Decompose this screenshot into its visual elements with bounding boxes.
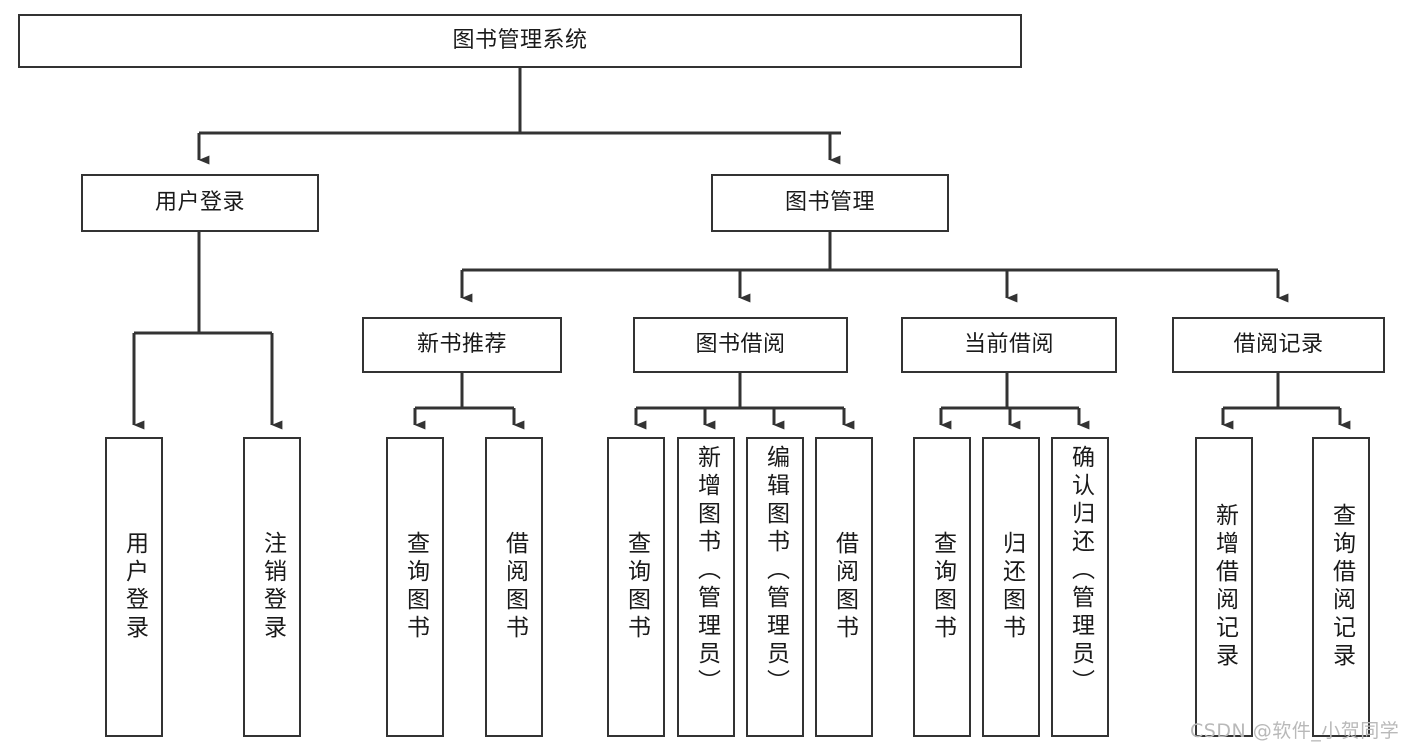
node-leaf-add-record-label: 新增借阅记录 xyxy=(1211,503,1238,671)
node-book-borrow[interactable]: 图书借阅 xyxy=(633,317,848,373)
node-borrow-record[interactable]: 借阅记录 xyxy=(1172,317,1385,373)
node-leaf-return-book-label: 归还图书 xyxy=(998,531,1025,643)
node-leaf-query-book-2[interactable]: 查询图书 xyxy=(607,437,665,737)
node-leaf-add-book[interactable]: 新增图书（管理员） xyxy=(677,437,735,737)
node-leaf-return-book[interactable]: 归还图书 xyxy=(982,437,1040,737)
node-user-login[interactable]: 用户登录 xyxy=(81,174,319,232)
node-leaf-logout-label: 注销登录 xyxy=(259,531,286,643)
node-leaf-query-book-1-label: 查询图书 xyxy=(402,531,429,643)
node-leaf-query-record-label: 查询借阅记录 xyxy=(1328,503,1355,671)
node-new-book-recommend-label: 新书推荐 xyxy=(416,332,507,358)
node-leaf-query-book-3[interactable]: 查询图书 xyxy=(913,437,971,737)
node-leaf-query-record[interactable]: 查询借阅记录 xyxy=(1312,437,1370,737)
node-book-borrow-label: 图书借阅 xyxy=(695,332,786,358)
node-borrow-record-label: 借阅记录 xyxy=(1233,332,1324,358)
node-current-borrow[interactable]: 当前借阅 xyxy=(901,317,1117,373)
node-root-label: 图书管理系统 xyxy=(452,28,588,54)
node-leaf-user-login[interactable]: 用户登录 xyxy=(105,437,163,737)
node-user-login-label: 用户登录 xyxy=(154,190,245,216)
node-leaf-query-book-3-label: 查询图书 xyxy=(929,531,956,643)
node-leaf-borrow-book-1[interactable]: 借阅图书 xyxy=(485,437,543,737)
node-current-borrow-label: 当前借阅 xyxy=(963,332,1054,358)
node-leaf-borrow-book-2-label: 借阅图书 xyxy=(831,531,858,643)
node-leaf-add-record[interactable]: 新增借阅记录 xyxy=(1195,437,1253,737)
node-leaf-confirm-return[interactable]: 确认归还（管理员） xyxy=(1051,437,1109,737)
node-root[interactable]: 图书管理系统 xyxy=(18,14,1022,68)
node-book-management[interactable]: 图书管理 xyxy=(711,174,949,232)
node-leaf-borrow-book-1-label: 借阅图书 xyxy=(501,531,528,643)
node-new-book-recommend[interactable]: 新书推荐 xyxy=(362,317,562,373)
node-leaf-logout[interactable]: 注销登录 xyxy=(243,437,301,737)
node-leaf-user-login-label: 用户登录 xyxy=(121,531,148,643)
node-leaf-edit-book[interactable]: 编辑图书（管理员） xyxy=(746,437,804,737)
node-leaf-query-book-2-label: 查询图书 xyxy=(623,531,650,643)
node-leaf-confirm-return-label: 确认归还（管理员） xyxy=(1067,445,1094,697)
csdn-watermark: CSDN @软件_小贺同学 xyxy=(1190,720,1400,742)
node-leaf-add-book-label: 新增图书（管理员） xyxy=(693,445,720,697)
node-leaf-query-book-1[interactable]: 查询图书 xyxy=(386,437,444,737)
node-leaf-edit-book-label: 编辑图书（管理员） xyxy=(762,445,789,697)
node-leaf-borrow-book-2[interactable]: 借阅图书 xyxy=(815,437,873,737)
node-book-management-label: 图书管理 xyxy=(784,190,875,216)
